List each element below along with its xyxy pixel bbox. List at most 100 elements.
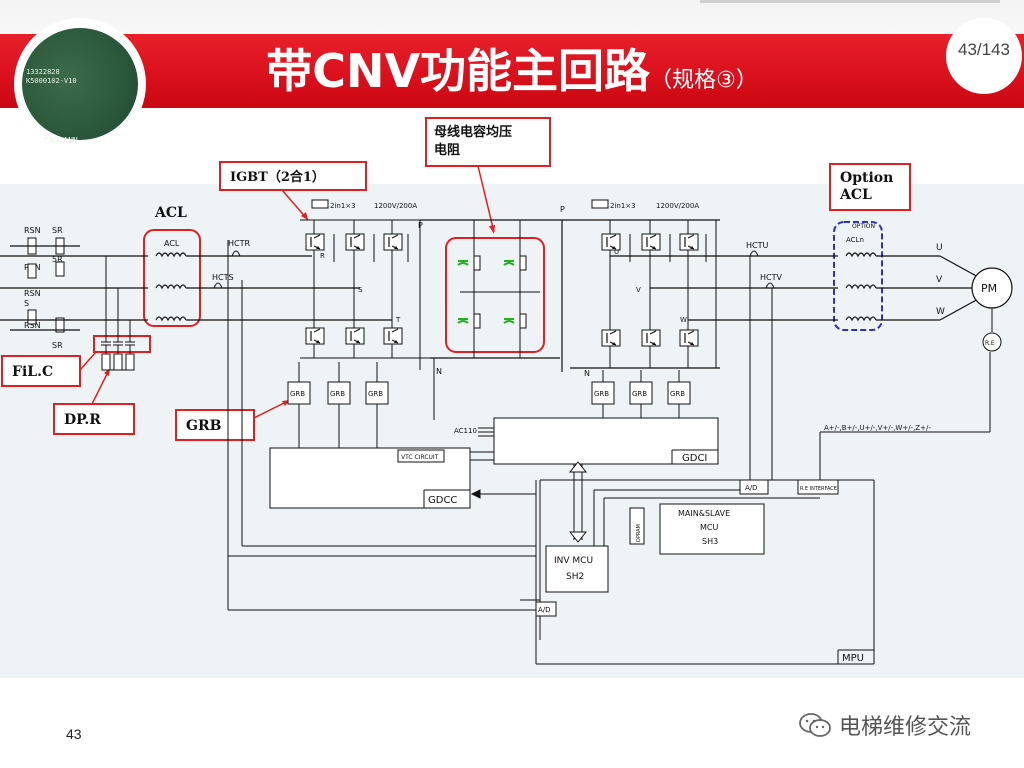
inv-mcu: INV MCU SH2 (545, 545, 609, 593)
callout-bus-capacitor-line1: 母线电容均压 (434, 124, 512, 140)
ad-converter-2: A/D (535, 601, 557, 617)
callout-option-acl-line2: ACL (839, 187, 872, 203)
encoder-label: R.E (985, 340, 995, 347)
hctv-label: HCTV (760, 273, 782, 282)
input-label-5: RSN (24, 321, 41, 330)
re-interface: R.E INTERFACE (797, 479, 839, 495)
gdci-label: GDCI (682, 453, 707, 464)
phase-s-label: S (358, 286, 363, 294)
acl-highlight (143, 229, 201, 327)
grb-3: GRB (368, 390, 383, 398)
grb-6: GRB (670, 390, 685, 398)
mpu-label: MPU (842, 653, 864, 664)
grb-2: GRB (330, 390, 345, 398)
footer-page-number: 43 (66, 726, 82, 742)
current-sensors: HCTR HCTS HCTU HCTV (212, 239, 782, 282)
page-badge: 43/143 (946, 18, 1022, 94)
hctr-label: HCTR (228, 239, 250, 248)
acl-reactor: ACL (155, 239, 187, 321)
acl-box-label: ACL (164, 239, 180, 248)
dc-bus (420, 219, 720, 372)
main-slave-mcu: MAIN&SLAVE MCU SH3 (659, 503, 765, 555)
p-right-label: P (560, 205, 565, 214)
inv-mcu-line2: SH2 (566, 572, 584, 582)
ac110-label: AC110 (454, 427, 477, 435)
callout-grb-text: GRB (186, 418, 222, 434)
dp-resistors (101, 353, 135, 371)
n-right-label: N (584, 369, 590, 378)
option-acl-reactor: OPTION ACLn (845, 223, 877, 321)
dpram: DPRAM (629, 507, 645, 545)
cnv-rating-label: 1200V/200A (374, 202, 417, 210)
ad1-label: A/D (745, 484, 758, 492)
hcts-label: HCTS (212, 273, 234, 282)
phase-v-in-label: V (636, 286, 641, 294)
hctu-label: HCTU (746, 241, 768, 250)
main-slave-line2: MCU (700, 523, 718, 532)
callout-option-acl: Option ACL (829, 163, 911, 211)
phase-t-label: T (395, 316, 401, 324)
encoder-signals: A+/-,B+/-,U+/-,V+/-,W+/-,Z+/- (824, 424, 931, 432)
title-band (0, 34, 1024, 108)
circuit-board-image (22, 28, 138, 140)
callout-dpr-text: DP.R (64, 412, 101, 428)
main-slave-line3: SH3 (702, 537, 718, 546)
callout-igbt-text: IGBT（2合1） (230, 169, 325, 185)
watermark-text: 电梯维修交流 (839, 715, 972, 740)
phase-w-in-label: W (680, 316, 687, 324)
input-label-6: SR (52, 341, 63, 350)
option-acl-highlight (833, 221, 883, 331)
callout-filc: FiL.C (1, 351, 97, 387)
output-labels: U V W (936, 243, 945, 317)
phase-r-label: R (320, 252, 325, 260)
input-phase-lines (0, 245, 148, 331)
grb-wiring (298, 362, 680, 448)
re-interface-label: R.E INTERFACE (800, 486, 837, 492)
wechat-icon (798, 712, 832, 738)
dpram-label: DPRAM (636, 524, 642, 542)
inv-rating-label: 1200V/200A (656, 202, 699, 210)
out-v-label: V (936, 275, 943, 285)
motor-label: PM (981, 282, 997, 295)
grb-4: GRB (594, 390, 609, 398)
title-main: 带CNV功能主回路 (266, 44, 651, 98)
callout-acl-text: ACL (154, 205, 187, 221)
out-u-label: U (936, 243, 943, 253)
top-line (700, 0, 1000, 3)
watermark: 电梯维修交流 (798, 708, 971, 741)
callout-grb: GRB (175, 400, 290, 441)
ad-converter-1: A/D (739, 479, 769, 495)
gate-drive-boards: GRB GRB GRB GRB GRB GRB (287, 381, 691, 405)
gdci-block: GDCI AC110 (454, 417, 719, 465)
inv-mcu-line1: INV MCU (554, 556, 593, 566)
input-label-7: 5R (52, 255, 63, 264)
current-sensor-symbols (213, 250, 775, 289)
output-phase-lines (610, 255, 981, 321)
board-thumbnail: 13322828 K5000102-V10 CA9-ANN- (14, 18, 146, 150)
inv-module-label: 2in1×3 (610, 202, 636, 210)
inverter-module: 2in1×3 1200V/200A U V W (591, 199, 717, 368)
callout-bus-capacitor-line2: 电阻 (434, 142, 460, 158)
gdcc-label: GDCC (428, 495, 457, 506)
input-label-1: RSN (24, 226, 41, 235)
grb-5: GRB (632, 390, 647, 398)
filter-capacitors (101, 256, 135, 354)
board-text: 13322828 K5000102-V10 (26, 68, 77, 85)
control-wiring (227, 240, 991, 665)
title-sub: （规格③） (650, 68, 758, 93)
ad2-label: A/D (538, 606, 551, 614)
main-slave-line1: MAIN&SLAVE (678, 509, 730, 518)
option-acl-label: ACLn (846, 236, 864, 244)
converter-module: 2in1×3 1200V/200A P N R S T (300, 199, 442, 420)
input-label-8: RSN (24, 289, 41, 298)
mpu-label-box: MPU (837, 649, 874, 664)
gdcc-block: VTC CIRCUIT GDCC (269, 447, 471, 509)
callout-dpr: DP.R (53, 368, 135, 435)
vtc-label: VTC CIRCUIT (401, 454, 439, 461)
n-left-label: N (436, 367, 442, 376)
cnv-module-label: 2in1×3 (330, 202, 356, 210)
callout-acl: ACL (154, 205, 187, 221)
motor: PM R.E (971, 267, 1013, 352)
acl-to-cnv-lines (186, 255, 392, 321)
